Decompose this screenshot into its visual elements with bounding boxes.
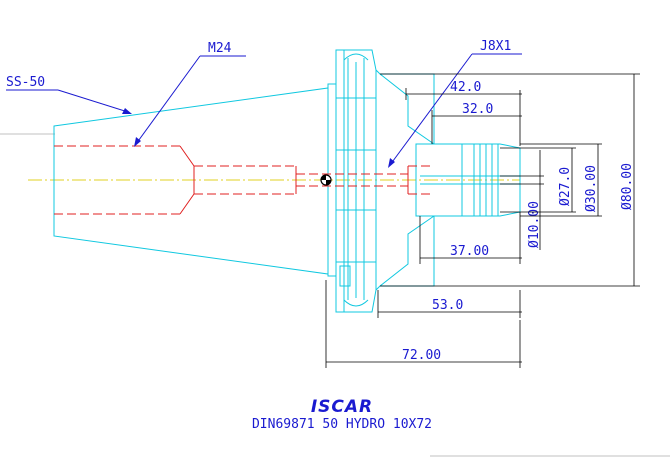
dim-37-text: 37.00 [450,244,489,259]
dim-53: 53.0 [377,290,522,318]
dim-dia-80-text: Ø80.00 [620,163,635,210]
dim-32: 32.0 [431,102,522,144]
label-coolant: J8X1 [480,39,511,54]
dim-dia-27-text: Ø27.0 [558,167,573,206]
dim-72-text: 72.00 [402,348,441,363]
hidden-lines [54,145,430,215]
dim-42-text: 42.0 [450,80,481,95]
label-thread-group: M24 [134,41,246,147]
dim-dia-10: Ø10.00 [500,150,544,250]
taper-shank [53,87,329,275]
dim-dia-30-text: Ø30.00 [584,165,599,212]
dimensions: 42.0 32.0 37.00 53.0 72.00 [325,73,640,368]
dim-dia-30: Ø30.00 [520,143,602,217]
dim-dia-80: Ø80.00 [380,73,640,287]
label-shank: SS-50 [6,75,45,90]
dim-53-text: 53.0 [432,298,463,313]
dim-dia-27: Ø27.0 [500,147,576,213]
dim-37: 37.00 [419,212,522,264]
sheet-frame [0,133,670,457]
flange [327,49,377,313]
dim-32-text: 32.0 [462,102,493,117]
drawing-title: DIN69871 50 HYDRO 10X72 [252,417,432,432]
dim-72: 72.00 [325,280,522,368]
label-thread: M24 [208,41,232,56]
dim-42: 42.0 [405,80,522,146]
brand-logo: ISCAR [311,397,373,417]
label-coolant-group: J8X1 [388,39,522,168]
footer: ISCAR DIN69871 50 HYDRO 10X72 [252,397,432,432]
dim-dia-10-text: Ø10.00 [527,201,542,248]
label-shank-group: SS-50 [6,75,132,114]
